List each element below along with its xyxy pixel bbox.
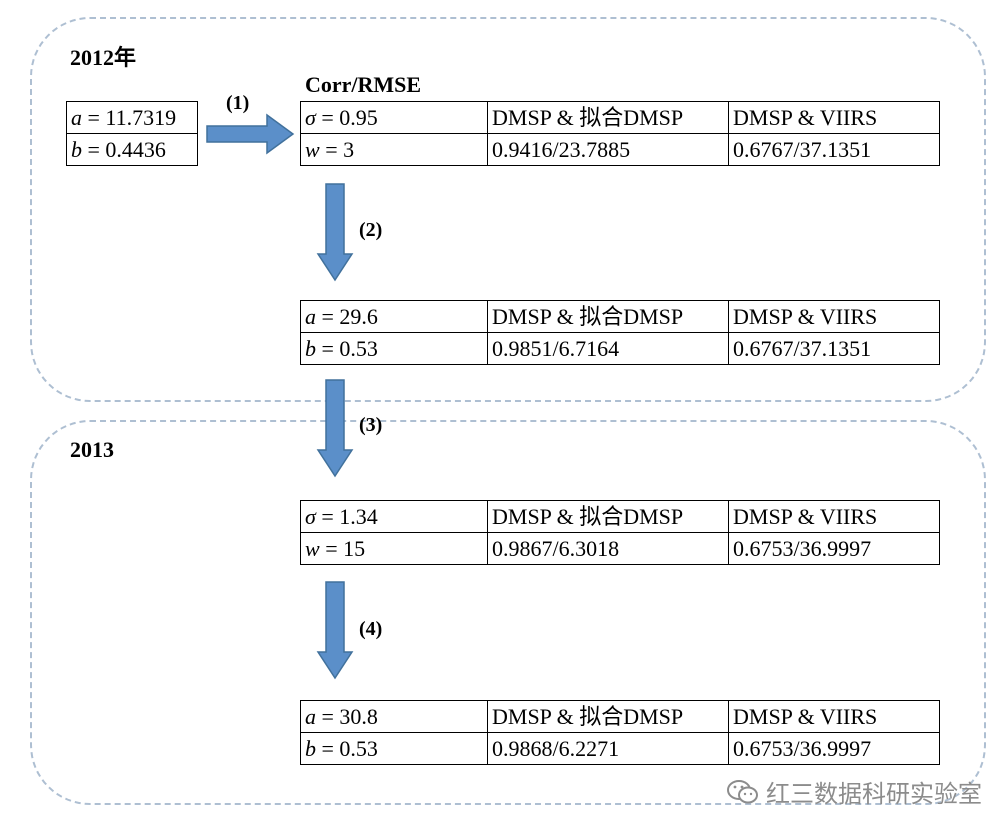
param-symbol: w	[305, 535, 320, 561]
table-row: b = 0.53 0.9851/6.7164 0.6767/37.1351	[300, 332, 940, 365]
param-value: = 0.4436	[82, 136, 166, 162]
table-row: w = 3 0.9416/23.7885 0.6767/37.1351	[300, 133, 940, 166]
corr-rmse-value: 0.9851/6.7164	[487, 332, 729, 365]
arrow-down-icon	[316, 379, 354, 478]
arrow-label-3: (3)	[359, 414, 383, 436]
column-header: DMSP & VIIRS	[728, 101, 940, 134]
param-value: = 3	[319, 136, 355, 162]
param-cell: a = 11.7319	[66, 101, 198, 134]
param-value: = 0.53	[316, 735, 378, 761]
table-row: a = 29.6 DMSP & 拟合DMSP DMSP & VIIRS	[300, 300, 940, 333]
corr-rmse-value: 0.9867/6.3018	[487, 532, 729, 565]
column-header: DMSP & 拟合DMSP	[487, 300, 729, 333]
region-2012	[30, 17, 986, 402]
param-cell: w = 15	[300, 532, 488, 565]
param-value: = 1.34	[315, 503, 378, 529]
initial-params-table: a = 11.7319 b = 0.4436	[66, 101, 198, 166]
param-symbol: a	[305, 303, 316, 329]
corr-rmse-value: 0.6767/37.1351	[728, 332, 940, 365]
param-cell: b = 0.53	[300, 732, 488, 765]
column-header: DMSP & VIIRS	[728, 700, 940, 733]
param-cell: a = 30.8	[300, 700, 488, 733]
param-symbol: w	[305, 136, 320, 162]
result-table-4: a = 30.8 DMSP & 拟合DMSP DMSP & VIIRS b = …	[300, 700, 940, 765]
arrow-label-4: (4)	[359, 618, 383, 640]
year-label-2012: 2012年	[70, 45, 137, 70]
arrow-down-icon	[316, 183, 354, 282]
column-header: DMSP & VIIRS	[728, 300, 940, 333]
corr-rmse-header: Corr/RMSE	[305, 72, 422, 97]
param-symbol: b	[305, 335, 316, 361]
table-row: a = 11.7319	[66, 101, 198, 134]
result-table-3: σ = 1.34 DMSP & 拟合DMSP DMSP & VIIRS w = …	[300, 500, 940, 565]
result-table-2: a = 29.6 DMSP & 拟合DMSP DMSP & VIIRS b = …	[300, 300, 940, 365]
param-value: = 0.95	[315, 104, 378, 130]
param-value: = 29.6	[316, 303, 378, 329]
column-header: DMSP & 拟合DMSP	[487, 700, 729, 733]
column-header: DMSP & 拟合DMSP	[487, 500, 729, 533]
column-header: DMSP & VIIRS	[728, 500, 940, 533]
table-row: b = 0.4436	[66, 133, 198, 166]
param-symbol: b	[71, 136, 82, 162]
param-cell: b = 0.53	[300, 332, 488, 365]
param-cell: b = 0.4436	[66, 133, 198, 166]
param-value: = 11.7319	[82, 104, 177, 130]
watermark-text: 红三数据科研实验室	[766, 780, 982, 808]
arrow-label-2: (2)	[359, 219, 383, 241]
corr-rmse-value: 0.6753/36.9997	[728, 732, 940, 765]
result-table-1: σ = 0.95 DMSP & 拟合DMSP DMSP & VIIRS w = …	[300, 101, 940, 166]
arrow-label-1: (1)	[226, 92, 250, 114]
table-row: w = 15 0.9867/6.3018 0.6753/36.9997	[300, 532, 940, 565]
param-cell: σ = 0.95	[300, 101, 488, 134]
corr-rmse-value: 0.6767/37.1351	[728, 133, 940, 166]
param-cell: w = 3	[300, 133, 488, 166]
param-symbol: σ	[305, 503, 316, 529]
param-value: = 0.53	[316, 335, 378, 361]
corr-rmse-value: 0.9868/6.2271	[487, 732, 729, 765]
corr-rmse-value: 0.6753/36.9997	[728, 532, 940, 565]
year-label-2013: 2013	[70, 437, 114, 462]
param-cell: a = 29.6	[300, 300, 488, 333]
param-symbol: a	[71, 104, 82, 130]
table-row: b = 0.53 0.9868/6.2271 0.6753/36.9997	[300, 732, 940, 765]
watermark: 红三数据科研实验室	[726, 774, 982, 809]
table-row: σ = 0.95 DMSP & 拟合DMSP DMSP & VIIRS	[300, 101, 940, 134]
wechat-icon	[727, 779, 758, 803]
table-row: σ = 1.34 DMSP & 拟合DMSP DMSP & VIIRS	[300, 500, 940, 533]
param-value: = 30.8	[316, 703, 378, 729]
param-symbol: σ	[305, 104, 316, 130]
table-row: a = 30.8 DMSP & 拟合DMSP DMSP & VIIRS	[300, 700, 940, 733]
column-header: DMSP & 拟合DMSP	[487, 101, 729, 134]
arrow-down-icon	[316, 581, 354, 680]
param-symbol: b	[305, 735, 316, 761]
param-value: = 15	[319, 535, 366, 561]
arrow-right-icon	[206, 113, 295, 155]
region-2013	[30, 420, 986, 805]
corr-rmse-value: 0.9416/23.7885	[487, 133, 729, 166]
param-symbol: a	[305, 703, 316, 729]
param-cell: σ = 1.34	[300, 500, 488, 533]
